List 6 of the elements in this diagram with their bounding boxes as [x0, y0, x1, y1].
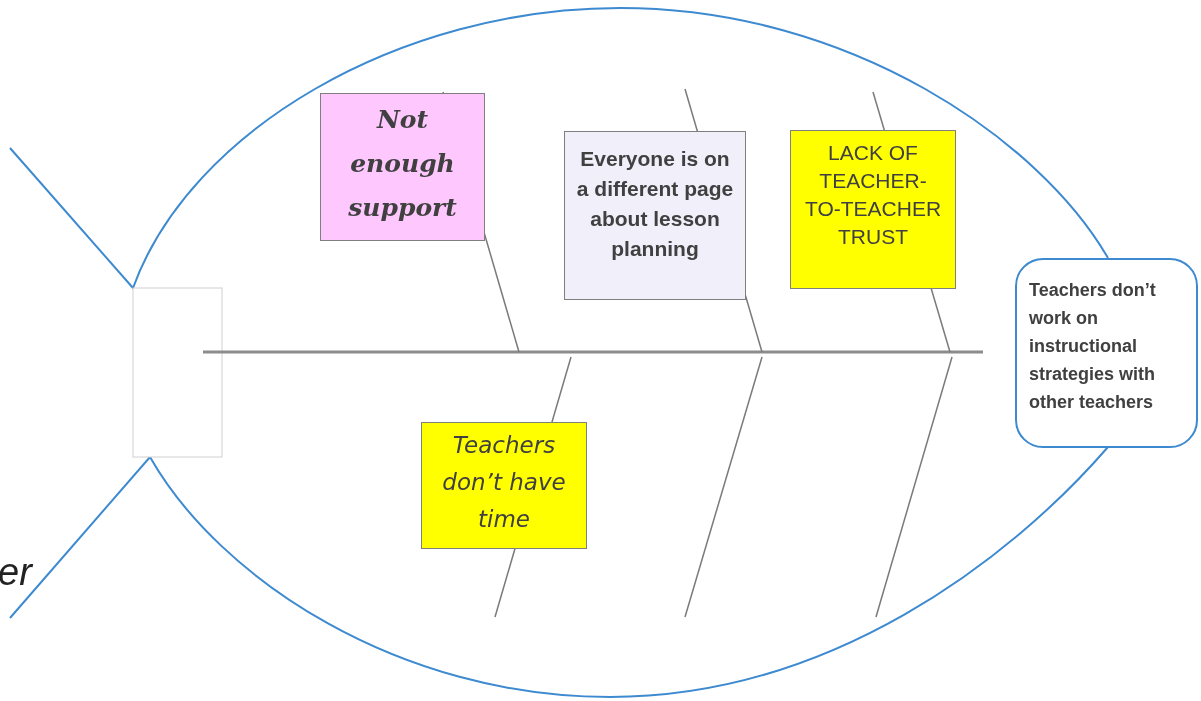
cut-off-text: er	[0, 550, 32, 594]
sticky-note: Everyone is on a different page about lesson planning	[564, 131, 746, 300]
sticky-note: Not enough support	[320, 93, 485, 241]
sticky-note: Teachers don’t have time	[421, 422, 587, 549]
sticky-note: LACK OF TEACHER-TO-TEACHER TRUST	[790, 130, 956, 289]
problem-head-box: Teachers don’t work on instructional strategies with other teachers	[1015, 258, 1198, 448]
